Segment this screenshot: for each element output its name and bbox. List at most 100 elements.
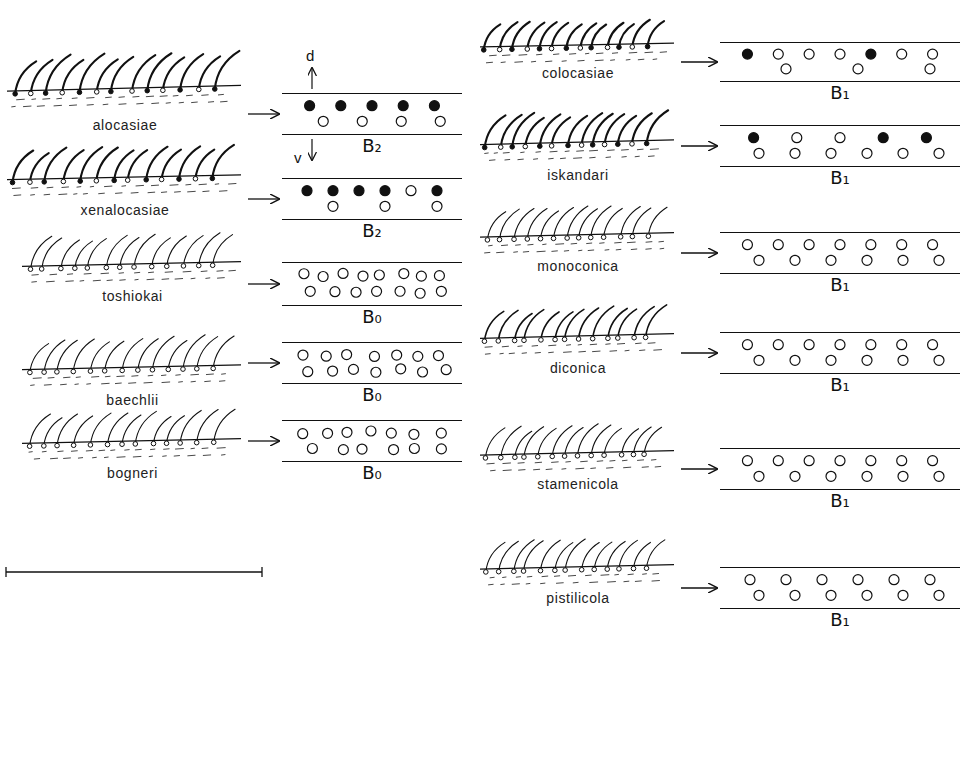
- light-spine: [898, 255, 908, 265]
- spine-rows: [720, 126, 960, 165]
- seta-base: [55, 443, 60, 448]
- tissue-dash: [500, 584, 504, 586]
- setae-picture: [5, 140, 245, 202]
- spine-cross-section: B₁: [720, 232, 960, 296]
- dark-spine: [302, 186, 312, 196]
- light-spine: [835, 340, 845, 350]
- tissue-dash: [47, 187, 54, 189]
- seta-base: [181, 264, 186, 269]
- seta-base: [512, 569, 517, 574]
- tissue-dash: [509, 353, 515, 355]
- tissue-dash: [660, 248, 664, 250]
- seta-base: [88, 443, 93, 448]
- light-spine: [804, 340, 814, 350]
- spine-rows: [720, 449, 960, 488]
- seta: [646, 305, 667, 337]
- seta: [568, 116, 587, 146]
- arrow-connector: [248, 113, 279, 114]
- light-spine: [934, 471, 944, 481]
- light-spine: [406, 186, 416, 196]
- light-spine: [773, 340, 783, 350]
- tissue-dash: [612, 52, 618, 54]
- light-spine: [298, 429, 308, 439]
- light-spine: [835, 240, 845, 250]
- dark-spine: [432, 186, 442, 196]
- tissue-dash: [624, 581, 630, 583]
- tissue-dash: [555, 243, 564, 245]
- tissue-dash: [512, 583, 520, 585]
- seta-base: [525, 47, 530, 52]
- seta-base: [589, 453, 594, 458]
- tissue-dash: [105, 97, 112, 99]
- tissue-dash: [219, 380, 225, 382]
- tissue-dash: [217, 270, 224, 272]
- seta: [566, 24, 581, 48]
- seta: [199, 233, 220, 266]
- tissue-dash: [592, 351, 600, 353]
- spine-rows: [720, 568, 960, 607]
- arrow-connector: [681, 468, 717, 469]
- tissue-dash: [86, 97, 94, 99]
- seta: [552, 117, 570, 146]
- tissue-dash: [513, 251, 518, 253]
- seta: [197, 337, 218, 369]
- tissue-dash: [32, 98, 37, 100]
- tissue-dash: [585, 53, 589, 55]
- light-spine: [436, 428, 446, 438]
- seta-base: [164, 264, 169, 269]
- tissue-dash: [652, 580, 660, 582]
- seta-base: [617, 567, 622, 572]
- tissue-dash: [502, 346, 509, 348]
- tissue-dash: [134, 279, 138, 281]
- light-spine: [321, 351, 331, 361]
- seta-base: [102, 369, 107, 374]
- species-illustration: bogneri: [20, 405, 245, 481]
- arrow-connector: [681, 587, 717, 588]
- tissue-dash: [580, 461, 587, 463]
- seta-base: [193, 176, 198, 181]
- tissue-dash: [220, 101, 227, 103]
- tissue-dash: [655, 466, 661, 468]
- seta: [604, 428, 621, 455]
- seta-base: [539, 338, 544, 343]
- light-spine: [413, 351, 423, 361]
- type-label: B₁: [720, 82, 960, 104]
- cuticle-drawing: [480, 424, 674, 471]
- seta: [167, 236, 187, 266]
- seta-base: [177, 177, 182, 182]
- band-outline: [282, 420, 462, 462]
- seta: [633, 542, 650, 568]
- light-spine: [898, 471, 908, 481]
- dark-spine: [305, 101, 315, 111]
- tissue-dash: [536, 54, 542, 56]
- tissue-dash: [628, 574, 634, 576]
- tissue-dash: [149, 456, 153, 458]
- dark-spine: [749, 133, 759, 143]
- light-spine: [745, 575, 755, 585]
- tissue-dash: [199, 184, 207, 186]
- seta-base: [590, 143, 595, 148]
- seta-base: [132, 265, 137, 270]
- seta: [582, 543, 600, 570]
- seta-base: [592, 567, 597, 572]
- seta-base: [485, 238, 490, 243]
- seta-base: [178, 441, 183, 446]
- seta-base: [605, 45, 610, 50]
- spine-rows: [720, 43, 960, 80]
- tissue-dash: [501, 244, 508, 246]
- tissue-dash: [575, 468, 584, 470]
- light-spine: [754, 255, 764, 265]
- species-name: colocasiae: [478, 65, 678, 81]
- seta: [138, 339, 158, 370]
- light-spine: [328, 366, 338, 376]
- seta-base: [579, 143, 584, 148]
- tissue-dash: [33, 377, 42, 379]
- tissue-dash: [13, 194, 21, 196]
- seta-base: [631, 566, 636, 571]
- tissue-dash: [562, 60, 567, 62]
- seta: [135, 411, 156, 444]
- seta: [30, 344, 49, 373]
- tissue-dash: [146, 96, 154, 98]
- seta-base: [565, 236, 570, 241]
- tissue-dash: [537, 251, 546, 253]
